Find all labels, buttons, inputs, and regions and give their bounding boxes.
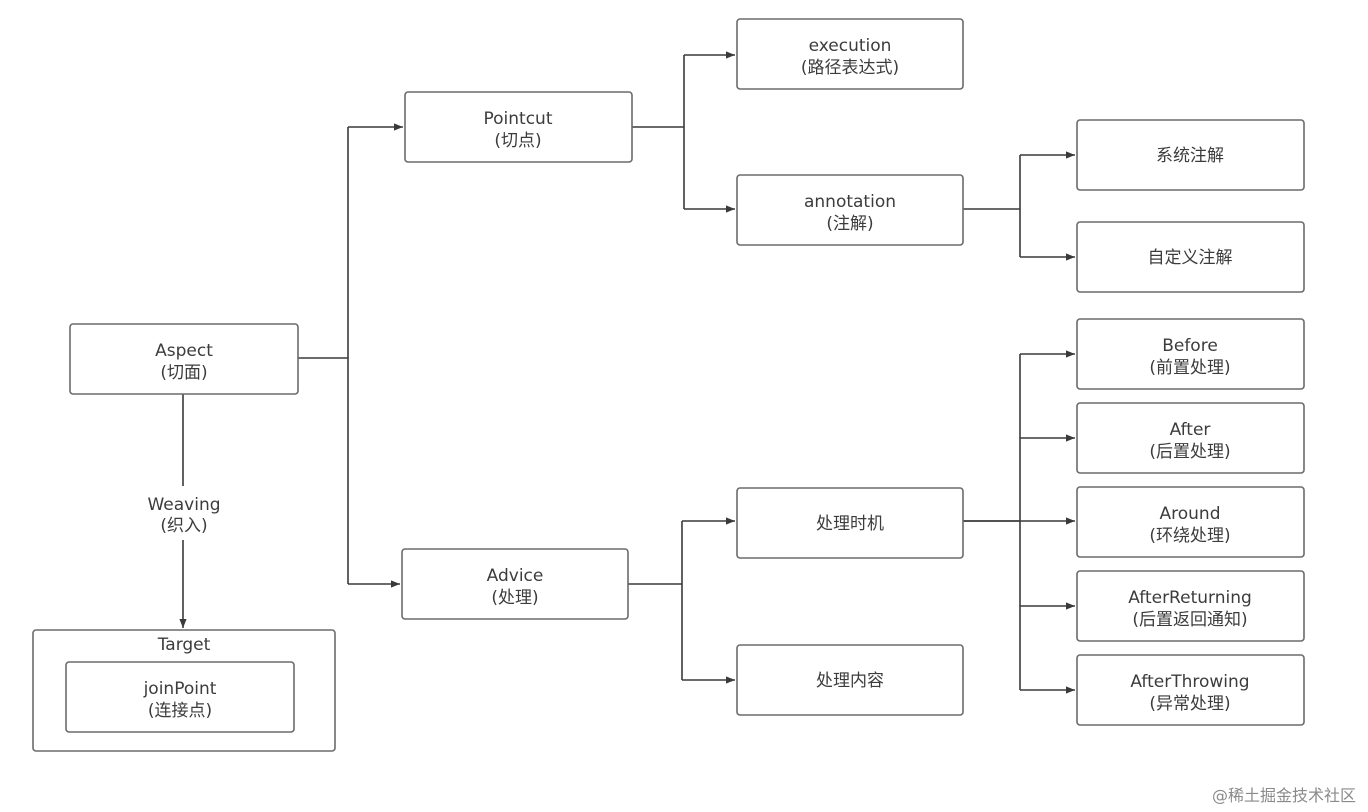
weaving-label-subtitle: (织入) xyxy=(160,516,207,536)
node-around-title: Around xyxy=(1160,504,1221,524)
node-after-throwing[interactable]: AfterThrowing (异常处理) xyxy=(1076,654,1305,726)
node-content[interactable]: 处理内容 xyxy=(736,644,964,716)
node-pointcut-title: Pointcut xyxy=(484,109,553,129)
node-timing[interactable]: 处理时机 xyxy=(736,487,964,559)
node-target-title: Target xyxy=(157,635,211,655)
node-around-subtitle: (环绕处理) xyxy=(1149,526,1230,546)
node-after-subtitle: (后置处理) xyxy=(1149,442,1230,462)
node-advice-title: Advice xyxy=(487,566,544,586)
node-before-subtitle: (前置处理) xyxy=(1149,358,1230,378)
node-after-returning-title: AfterReturning xyxy=(1128,588,1252,608)
node-after-returning[interactable]: AfterReturning (后置返回通知) xyxy=(1076,570,1305,642)
node-after[interactable]: After (后置处理) xyxy=(1076,402,1305,474)
node-annotation-title: annotation xyxy=(804,192,896,212)
node-before-title: Before xyxy=(1162,336,1218,356)
node-annotation-subtitle: (注解) xyxy=(826,214,873,234)
node-custom-annotation-title: 自定义注解 xyxy=(1148,248,1233,268)
node-execution[interactable]: execution (路径表达式) xyxy=(736,18,964,90)
node-execution-subtitle: (路径表达式) xyxy=(801,58,899,78)
node-after-title: After xyxy=(1170,420,1211,440)
node-aspect[interactable]: Aspect (切面) xyxy=(69,323,299,395)
node-before[interactable]: Before (前置处理) xyxy=(1076,318,1305,390)
node-pointcut[interactable]: Pointcut (切点) xyxy=(404,91,633,163)
node-timing-title: 处理时机 xyxy=(816,514,884,534)
node-execution-title: execution xyxy=(809,36,892,56)
node-system-annotation[interactable]: 系统注解 xyxy=(1076,119,1305,191)
node-system-annotation-title: 系统注解 xyxy=(1156,146,1224,166)
node-pointcut-subtitle: (切点) xyxy=(494,131,541,151)
node-annotation[interactable]: annotation (注解) xyxy=(736,174,964,246)
node-joinpoint-title: joinPoint xyxy=(143,679,217,699)
node-joinpoint-subtitle: (连接点) xyxy=(148,701,212,721)
weaving-label: Weaving (织入) xyxy=(128,486,240,540)
node-advice-subtitle: (处理) xyxy=(491,588,538,608)
node-advice[interactable]: Advice (处理) xyxy=(401,548,629,620)
node-aspect-title: Aspect xyxy=(155,341,213,361)
node-after-throwing-title: AfterThrowing xyxy=(1130,672,1249,692)
node-aspect-subtitle: (切面) xyxy=(160,363,207,383)
node-content-title: 处理内容 xyxy=(816,671,884,691)
node-around[interactable]: Around (环绕处理) xyxy=(1076,486,1305,558)
node-after-throwing-subtitle: (异常处理) xyxy=(1149,694,1230,714)
weaving-label-title: Weaving xyxy=(147,495,220,515)
node-custom-annotation[interactable]: 自定义注解 xyxy=(1076,221,1305,293)
watermark-text: @稀土掘金技术社区 xyxy=(1211,786,1356,805)
node-after-returning-subtitle: (后置返回通知) xyxy=(1132,610,1247,630)
node-joinpoint[interactable]: joinPoint (连接点) xyxy=(65,661,295,733)
